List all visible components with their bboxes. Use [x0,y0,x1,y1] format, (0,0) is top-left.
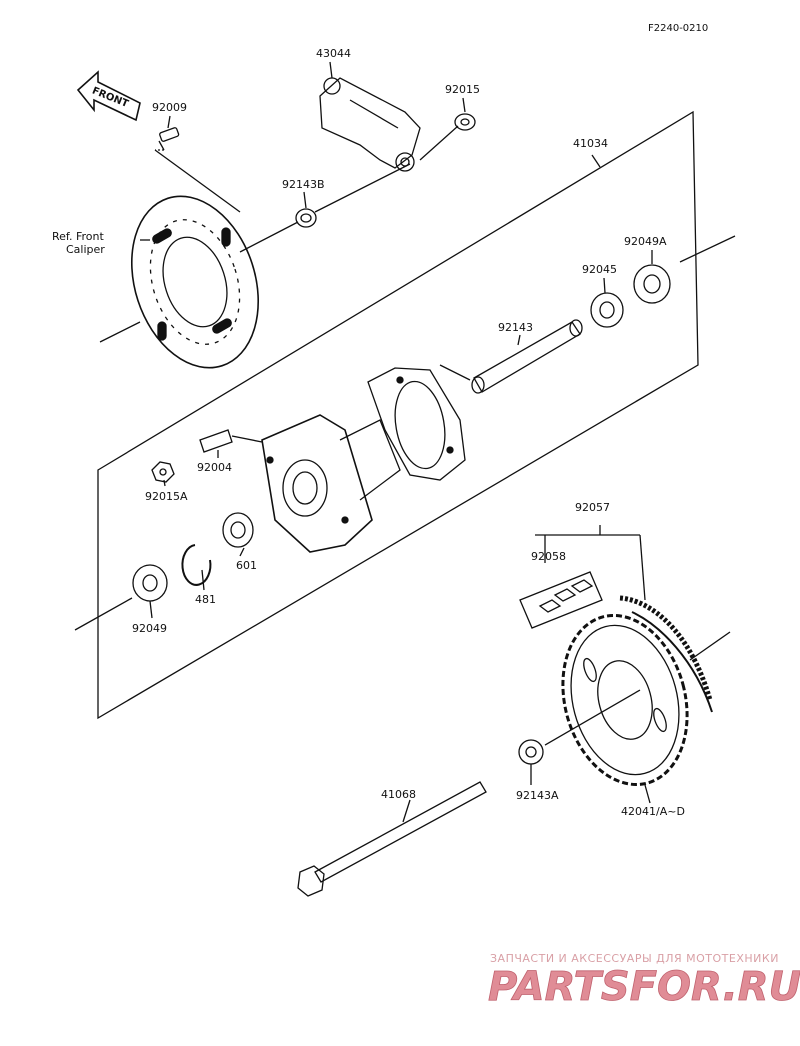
bearing-601 [222,512,254,548]
label-92009: 92009 [152,101,187,114]
label-92049A: 92049A [624,235,667,248]
label-ref-caliper: Caliper [66,243,105,256]
label-43044: 43044 [316,47,351,60]
watermark-tagline: ЗАПЧАСТИ И АКСЕССУАРЫ ДЛЯ МОТОТЕХНИКИ [490,952,779,965]
label-92057: 92057 [575,501,610,514]
circlip-481 [181,544,212,586]
collar-92143A [518,739,544,765]
label-42041: 42041/A~D [621,805,685,818]
nut-92015A [151,461,175,483]
front-arrow-icon [76,70,141,122]
sleeve-92143 [471,319,583,394]
label-481: 481 [195,593,216,606]
axle-41068 [297,781,487,897]
label-92015: 92015 [445,83,480,96]
bolt-92009 [154,127,241,213]
stud-92004 [199,429,263,453]
watermark-brand: PARTSFOR.RU [488,964,800,1010]
label-92045: 92045 [582,263,617,276]
torque-link-43044 [319,77,421,172]
label-92004: 92004 [197,461,232,474]
label-92143A: 92143A [516,789,559,802]
chain-92057 [519,525,713,713]
label-92049: 92049 [132,622,167,635]
hub-assembly-panel [97,110,699,720]
label-ref-front: Ref. Front [52,230,104,243]
label-41034: 41034 [573,137,608,150]
brake-disc [130,195,260,369]
bearing-92049 [74,564,168,631]
label-92015A: 92015A [145,490,188,503]
collar-92143B [295,208,317,228]
nut-92015 [454,113,476,131]
label-601: 601 [236,559,257,572]
bearing-92045 [590,292,624,328]
label-41068: 41068 [381,788,416,801]
bearing-92049A [633,264,671,304]
label-92143B: 92143B [282,178,325,191]
label-92058: 92058 [531,550,566,563]
rear-hub [261,367,466,553]
label-92143: 92143 [498,321,533,334]
diagram-code: F2240-0210 [648,23,708,34]
sprocket-42041 [544,613,731,787]
